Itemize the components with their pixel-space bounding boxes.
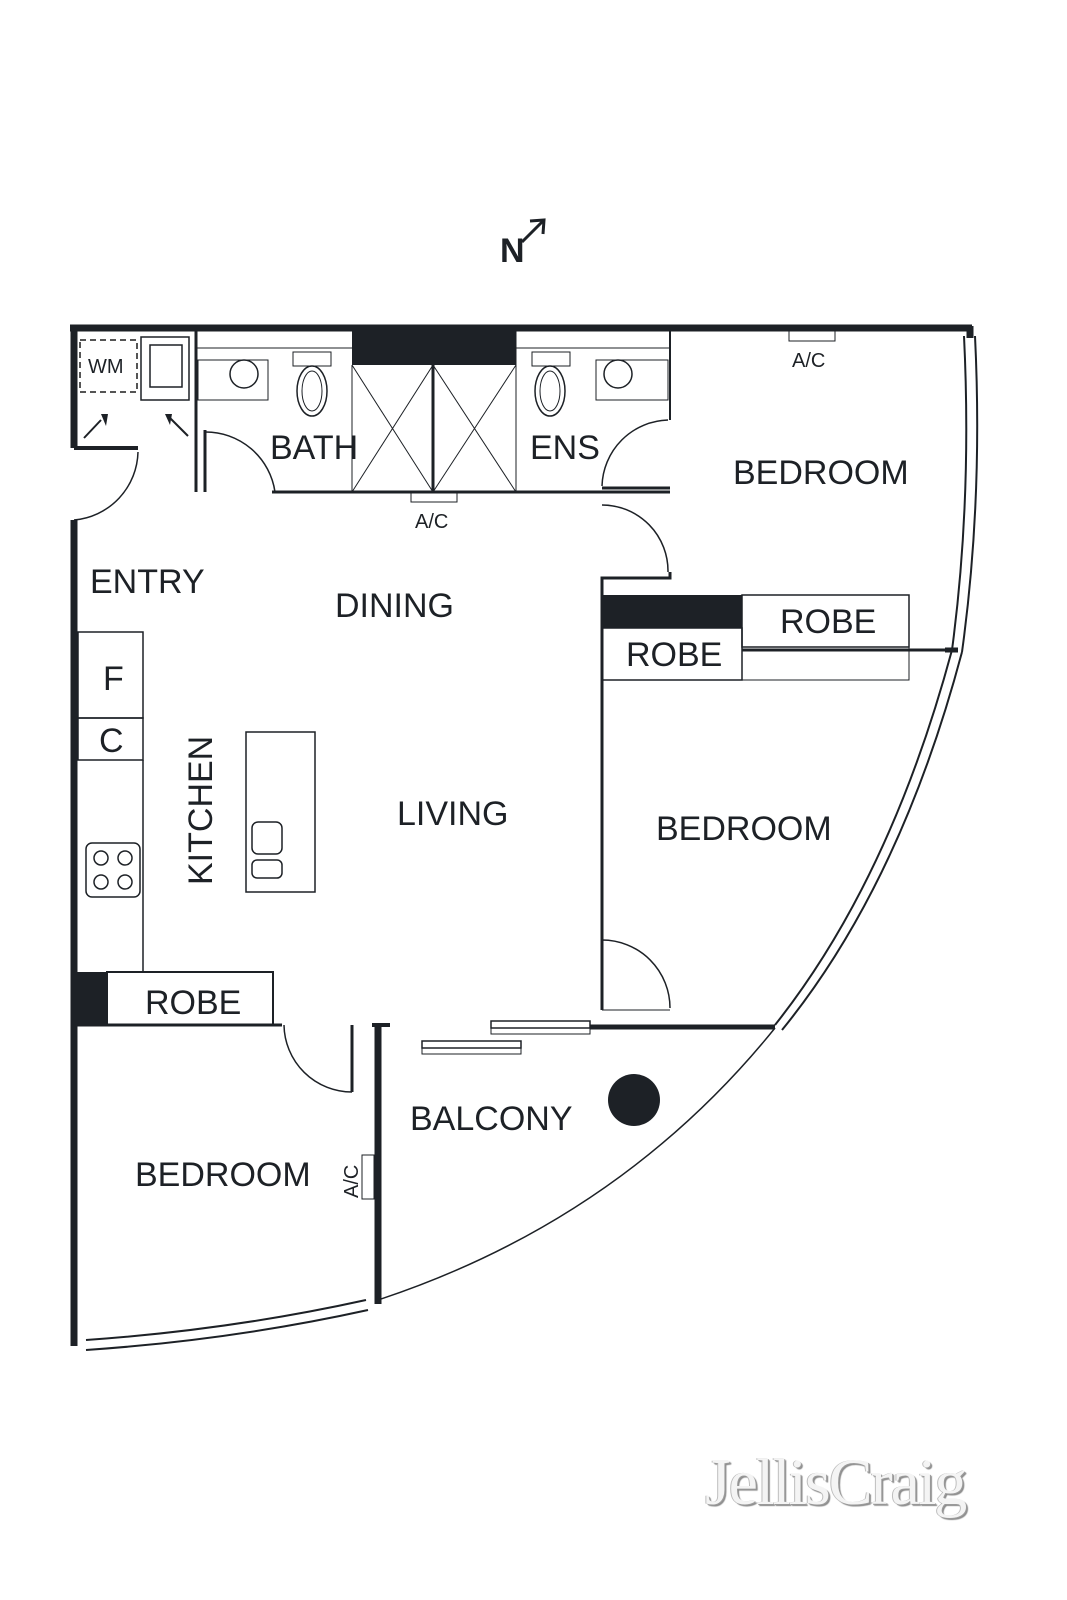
ac-bed3-label: A/C (341, 1165, 363, 1198)
robe-3-label: ROBE (145, 984, 241, 1022)
entry-label: ENTRY (90, 563, 205, 601)
cooktop-icon (85, 842, 141, 898)
bath-label: BATH (270, 429, 358, 467)
sink-icon (251, 821, 283, 879)
bedroom-1-label: BEDROOM (733, 454, 909, 492)
north-label: N (500, 232, 525, 270)
bedroom-1: A/C BEDROOM ROBE ROBE (600, 330, 952, 1010)
robe-1b-label: ROBE (626, 636, 722, 674)
bedroom-3: ROBE A/C BEDROOM (74, 971, 375, 1200)
robe-1a-label: ROBE (780, 603, 876, 641)
exterior-walls (70, 324, 979, 1351)
laundry: WM (73, 330, 198, 521)
jellis-craig-logo: JellisCraig (705, 1446, 967, 1519)
ens-label: ENS (530, 429, 600, 467)
kitchen: F C KITCHEN (77, 631, 316, 972)
bedroom-2-label: BEDROOM (656, 810, 832, 848)
column-icon (608, 1074, 660, 1126)
north-arrow-icon: N (500, 218, 546, 270)
wm-label: WM (88, 356, 124, 378)
ac-hall-label: A/C (415, 511, 448, 533)
kitchen-label: KITCHEN (182, 736, 220, 885)
living-label: LIVING (397, 795, 508, 833)
cupboard-label: C (99, 722, 124, 760)
bedroom-3-label: BEDROOM (135, 1156, 311, 1194)
balcony: BALCONY (410, 1020, 660, 1138)
fridge-label: F (103, 660, 124, 698)
bathrooms: BATH ENS A/C (196, 330, 671, 533)
balcony-label: BALCONY (410, 1100, 573, 1138)
ac-top-label: A/C (792, 350, 825, 372)
dining-label: DINING (335, 587, 454, 625)
